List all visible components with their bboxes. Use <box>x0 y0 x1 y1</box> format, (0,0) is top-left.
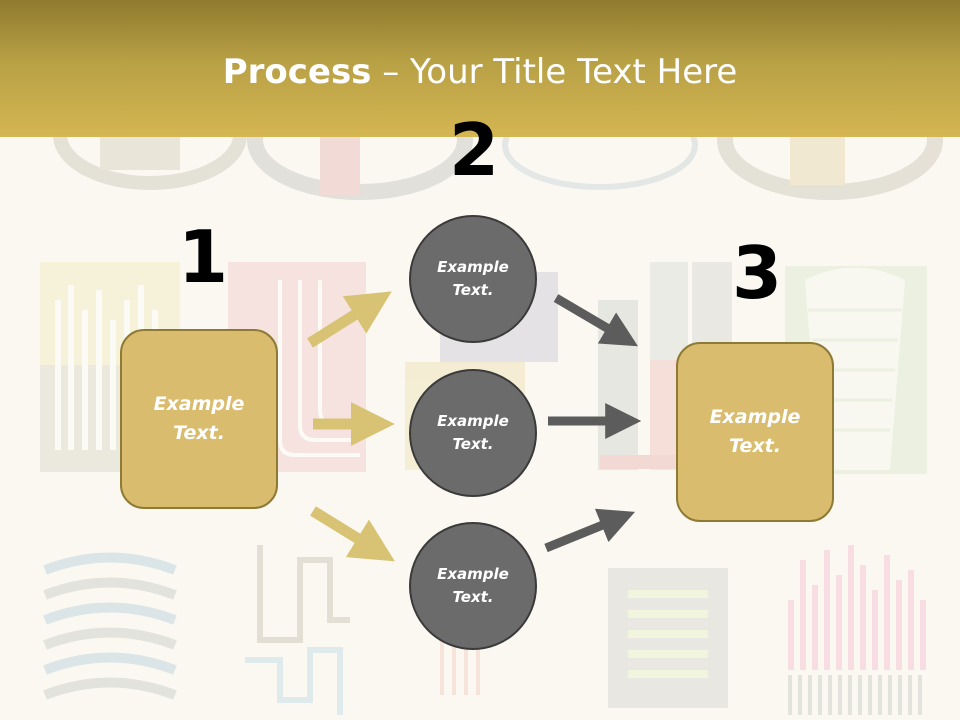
circle-top-text-line2: Text. <box>452 281 494 299</box>
circle-bottom-text-line2: Text. <box>452 588 494 606</box>
step-number-1[interactable]: 1 <box>178 215 229 299</box>
title-bold-text: Process <box>222 52 372 92</box>
circle-top-text-line1: Example <box>437 258 509 276</box>
step-1-box[interactable]: Example Text. <box>120 329 278 509</box>
step-2-circle-middle[interactable]: Example Text. <box>409 369 537 497</box>
slide-title[interactable]: Process – Your Title Text Here <box>0 52 960 92</box>
step-3-text-line2: Text. <box>729 435 781 457</box>
title-banner <box>0 0 960 137</box>
title-rest-text: – Your Title Text Here <box>371 52 738 92</box>
step-2-circle-bottom[interactable]: Example Text. <box>409 522 537 650</box>
step-number-3[interactable]: 3 <box>732 231 783 315</box>
step-number-2[interactable]: 2 <box>449 108 500 192</box>
step-1-text-line2: Text. <box>173 422 225 444</box>
circle-middle-text-line2: Text. <box>452 435 494 453</box>
step-3-text-line1: Example <box>709 406 801 428</box>
step-2-circle-top[interactable]: Example Text. <box>409 215 537 343</box>
step-1-text-line1: Example <box>153 393 245 415</box>
circle-middle-text-line1: Example <box>437 412 509 430</box>
circle-bottom-text-line1: Example <box>437 565 509 583</box>
step-3-box[interactable]: Example Text. <box>676 342 834 522</box>
